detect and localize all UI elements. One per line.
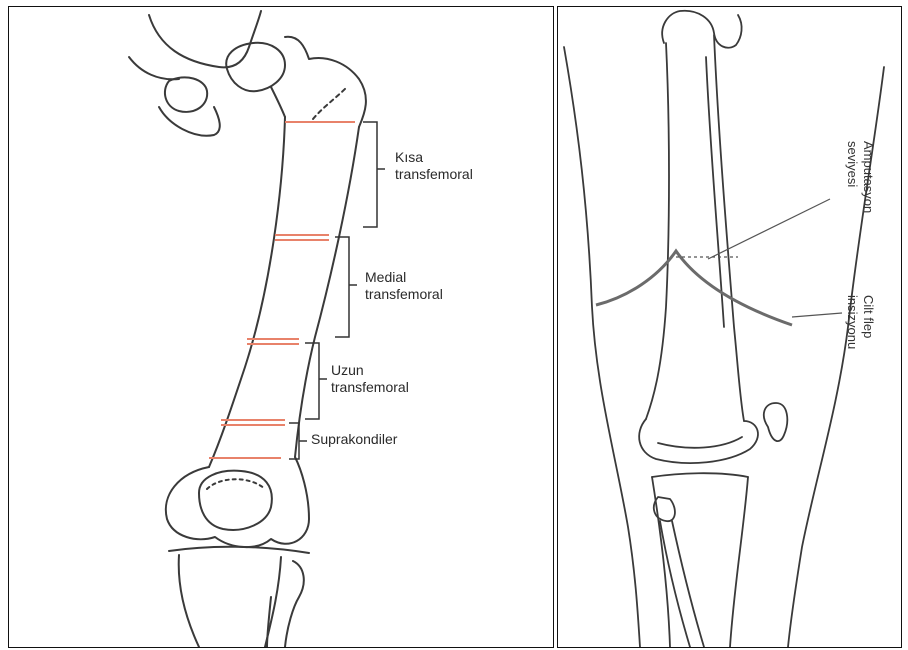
amputation-label-line2: seviyesi bbox=[844, 141, 860, 213]
trochanter-dash bbox=[313, 87, 347, 119]
tibia-plateau bbox=[652, 473, 748, 477]
left-figure-panel: Kısa transfemoral Medial transfemoral Uz… bbox=[8, 6, 554, 648]
patella-dash bbox=[207, 479, 265, 489]
level-label-medial: Medial transfemoral bbox=[365, 269, 443, 303]
bracket-kisa bbox=[363, 122, 385, 227]
femur-shaft-right bbox=[714, 35, 744, 421]
femur-neck bbox=[271, 87, 285, 117]
level-uzun-line2: transfemoral bbox=[331, 379, 409, 396]
level-suprakondiler-line1: Suprakondiler bbox=[311, 431, 397, 448]
fibula-head bbox=[285, 561, 304, 647]
femur-top bbox=[662, 11, 741, 48]
thigh-outline-left bbox=[564, 47, 640, 647]
skin-flap-label-line2: insizyonu bbox=[844, 295, 860, 349]
femoral-condyle bbox=[639, 419, 758, 463]
skin-flap-label-line1: Cilt flep bbox=[860, 295, 876, 349]
amputation-label-line1: Amputasyon bbox=[860, 141, 876, 213]
skin-flap-incision bbox=[596, 251, 792, 325]
pelvis-outline bbox=[149, 11, 261, 67]
level-kisa-line2: transfemoral bbox=[395, 166, 473, 183]
fibula-shaft-2 bbox=[672, 521, 704, 647]
tibia-medial bbox=[179, 555, 199, 647]
level-medial-line2: transfemoral bbox=[365, 286, 443, 303]
level-label-suprakondiler: Suprakondiler bbox=[311, 431, 397, 448]
incision-leader bbox=[792, 313, 842, 317]
femur-illustration bbox=[9, 7, 554, 648]
condyle-inner bbox=[658, 437, 742, 448]
level-label-kisa: Kısa transfemoral bbox=[395, 149, 473, 183]
level-medial-line1: Medial bbox=[365, 269, 443, 286]
greater-trochanter bbox=[285, 37, 366, 127]
femur-shaft-medial bbox=[209, 117, 285, 467]
femoral-head bbox=[226, 43, 285, 92]
bracket-medial bbox=[335, 237, 357, 337]
skin-flap-label: Cilt flep insizyonu bbox=[844, 295, 876, 349]
bracket-uzun bbox=[305, 343, 327, 419]
patella bbox=[764, 403, 787, 441]
level-label-uzun: Uzun transfemoral bbox=[331, 362, 409, 396]
right-figure-panel: Amputasyon seviyesi Cilt flep insizyonu bbox=[557, 6, 902, 648]
tibia-plateau bbox=[169, 547, 309, 553]
amputation-level-label: Amputasyon seviyesi bbox=[844, 141, 876, 213]
pelvis-rim bbox=[129, 57, 179, 79]
femur-shaft-left bbox=[646, 43, 669, 419]
fibula-shaft bbox=[660, 521, 690, 647]
tibia-shaft-right bbox=[730, 477, 748, 647]
obturator-foramen bbox=[165, 77, 207, 112]
level-kisa-line1: Kısa bbox=[395, 149, 473, 166]
level-uzun-line1: Uzun bbox=[331, 362, 409, 379]
